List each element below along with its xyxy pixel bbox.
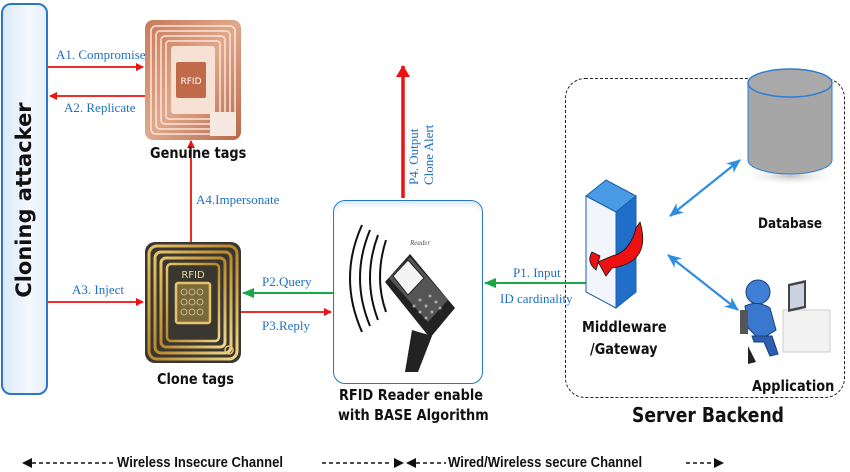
database-icon — [742, 68, 838, 186]
reader-device-text: Reader — [409, 239, 430, 247]
middleware-label-line2: /Gateway — [590, 340, 658, 358]
reader-label-line2: with BASE Algorithm — [338, 406, 489, 424]
label-p4-line1: P4. Output — [406, 128, 421, 185]
insecure-channel-label: Wireless Insecure Channel — [117, 455, 283, 471]
reader-label-line1: RFID Reader enable — [339, 386, 484, 404]
channel-legend-arrows — [22, 458, 724, 468]
label-a3-inject: A3. Inject — [72, 282, 124, 297]
server-backend-label: Server Backend — [632, 403, 785, 427]
label-p4-line2: Clone Alert — [421, 124, 436, 185]
label-p1-input: P1. Input — [513, 265, 561, 280]
application-user-icon — [740, 279, 831, 364]
label-p3-reply: P3.Reply — [262, 318, 311, 333]
clone-tags-label: Clone tags — [157, 370, 234, 388]
genuine-tags-label: Genuine tags — [150, 144, 247, 162]
rfid-reader-icon — [349, 224, 455, 372]
clone-tag-chip-text: RFID — [181, 270, 205, 281]
label-p2-query: P2.Query — [262, 274, 312, 289]
clone-tag-icon — [145, 242, 241, 363]
genuine-tag-icon — [145, 20, 241, 140]
genuine-tag-chip-text: RFID — [180, 77, 201, 87]
secure-channel-label: Wired/Wireless secure Channel — [448, 455, 643, 471]
label-a4-impersonate: A4.Impersonate — [196, 192, 280, 207]
database-label: Database — [758, 216, 823, 232]
middleware-server-icon — [585, 179, 644, 310]
label-p1-id-cardinality: ID cardinality — [500, 291, 573, 306]
arrow-middleware-application — [667, 254, 739, 311]
cloning-attacker-box — [1, 3, 48, 395]
label-a1-compromise: A1. Compromise — [56, 47, 146, 62]
label-p4-output: P4. Output Clone Alert — [406, 95, 436, 185]
label-a2-replicate: A2. Replicate — [64, 100, 136, 115]
arrow-middleware-database — [669, 159, 741, 217]
server-backend-box — [565, 78, 845, 398]
middleware-label-line1: Middleware — [582, 318, 667, 336]
application-label: Application — [752, 377, 835, 395]
